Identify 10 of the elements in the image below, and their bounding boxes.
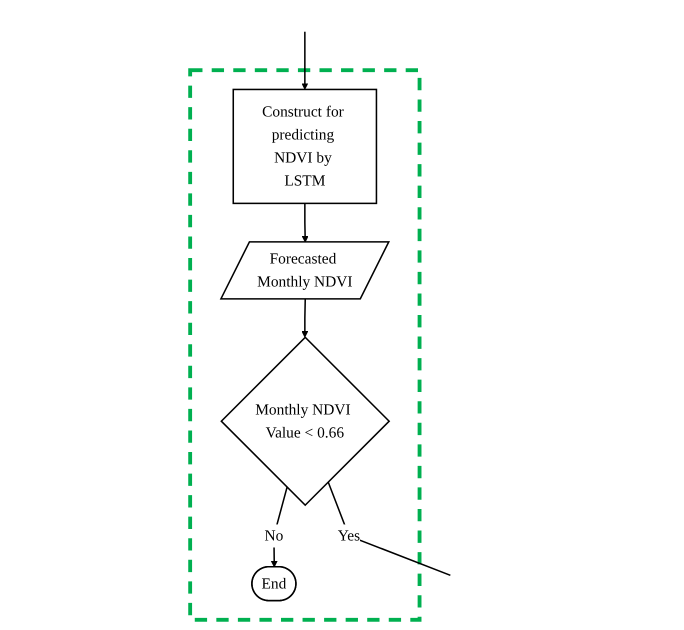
edge-label: Yes [338,527,360,544]
arrow [302,32,308,90]
arrow [271,487,288,568]
node-box: Construct for predicting NDVI by LSTM [232,88,378,204]
arrow [302,203,309,243]
connector [328,482,451,576]
cluster [188,68,422,622]
node-diamond: Monthly NDVI Value < 0.66 [220,336,390,506]
arrow [302,299,308,338]
edge-label: No [264,527,284,544]
